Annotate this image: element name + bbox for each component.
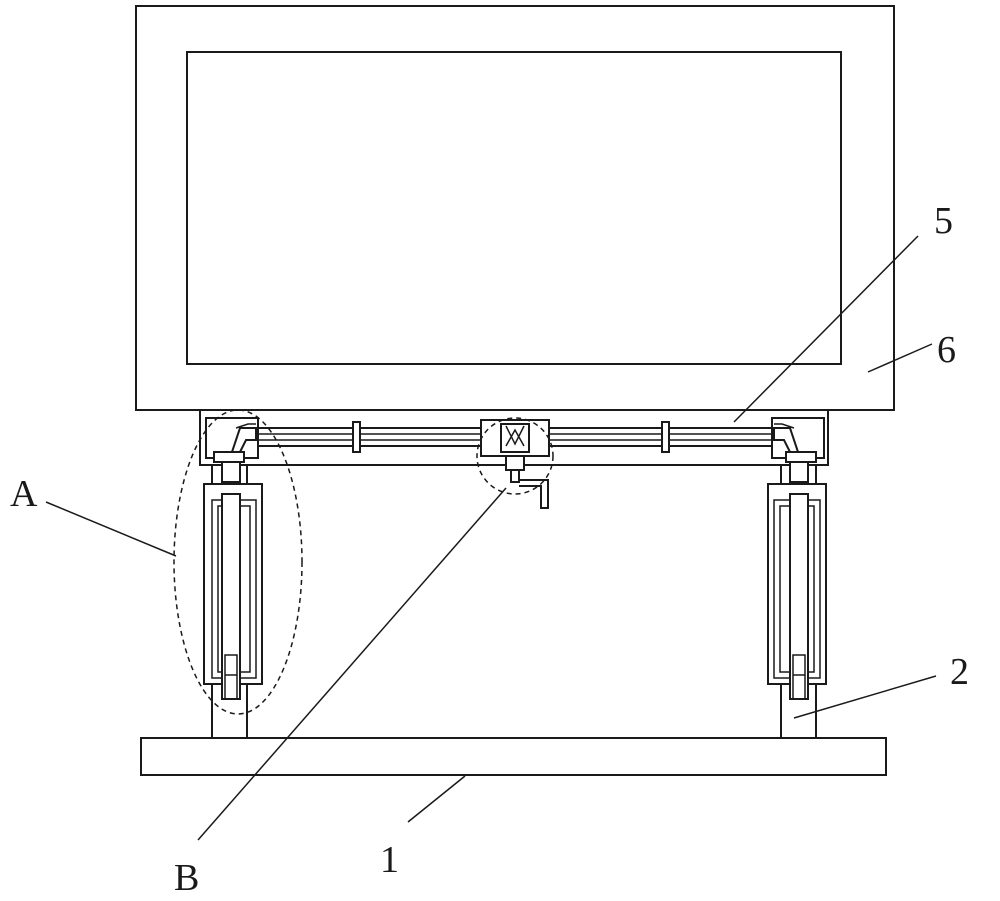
leader-a bbox=[45, 501, 177, 557]
leader-2 bbox=[793, 675, 937, 719]
display-screen bbox=[186, 51, 842, 365]
right-leg bbox=[767, 461, 827, 740]
left-gearbox bbox=[205, 417, 259, 463]
left-leg bbox=[203, 461, 263, 740]
label-2: 2 bbox=[950, 651, 969, 693]
label-a: A bbox=[10, 473, 38, 515]
right-gearbox bbox=[771, 417, 825, 463]
leader-1 bbox=[407, 775, 466, 823]
label-6: 6 bbox=[937, 329, 956, 371]
leader-b bbox=[197, 487, 507, 841]
leader-6 bbox=[867, 343, 933, 373]
detail-b-marker bbox=[476, 417, 554, 495]
label-5: 5 bbox=[934, 200, 953, 242]
rod-clamp-left bbox=[352, 421, 361, 453]
label-1: 1 bbox=[380, 839, 399, 881]
leader-5 bbox=[733, 235, 919, 423]
label-b: B bbox=[174, 857, 199, 899]
rod-clamp-right bbox=[661, 421, 670, 453]
display-housing bbox=[135, 5, 895, 411]
base-plate bbox=[140, 737, 887, 776]
detail-a-marker bbox=[173, 409, 303, 715]
